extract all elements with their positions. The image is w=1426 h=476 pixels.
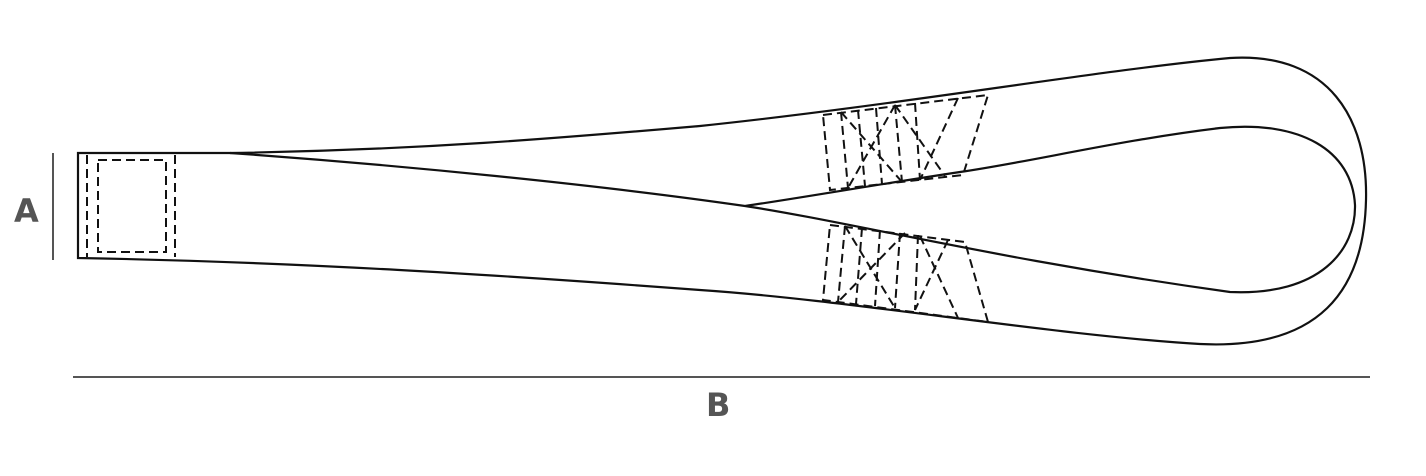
dimension-label-a: A bbox=[14, 192, 39, 230]
top-bartack-stitching bbox=[821, 93, 990, 192]
end-stitching bbox=[86, 155, 176, 257]
sling-outer-outline bbox=[76, 56, 1368, 346]
bottom-bartack-stitching bbox=[821, 223, 990, 324]
sling-inner-loop bbox=[229, 125, 1357, 294]
dimension-label-b: B bbox=[706, 386, 731, 424]
